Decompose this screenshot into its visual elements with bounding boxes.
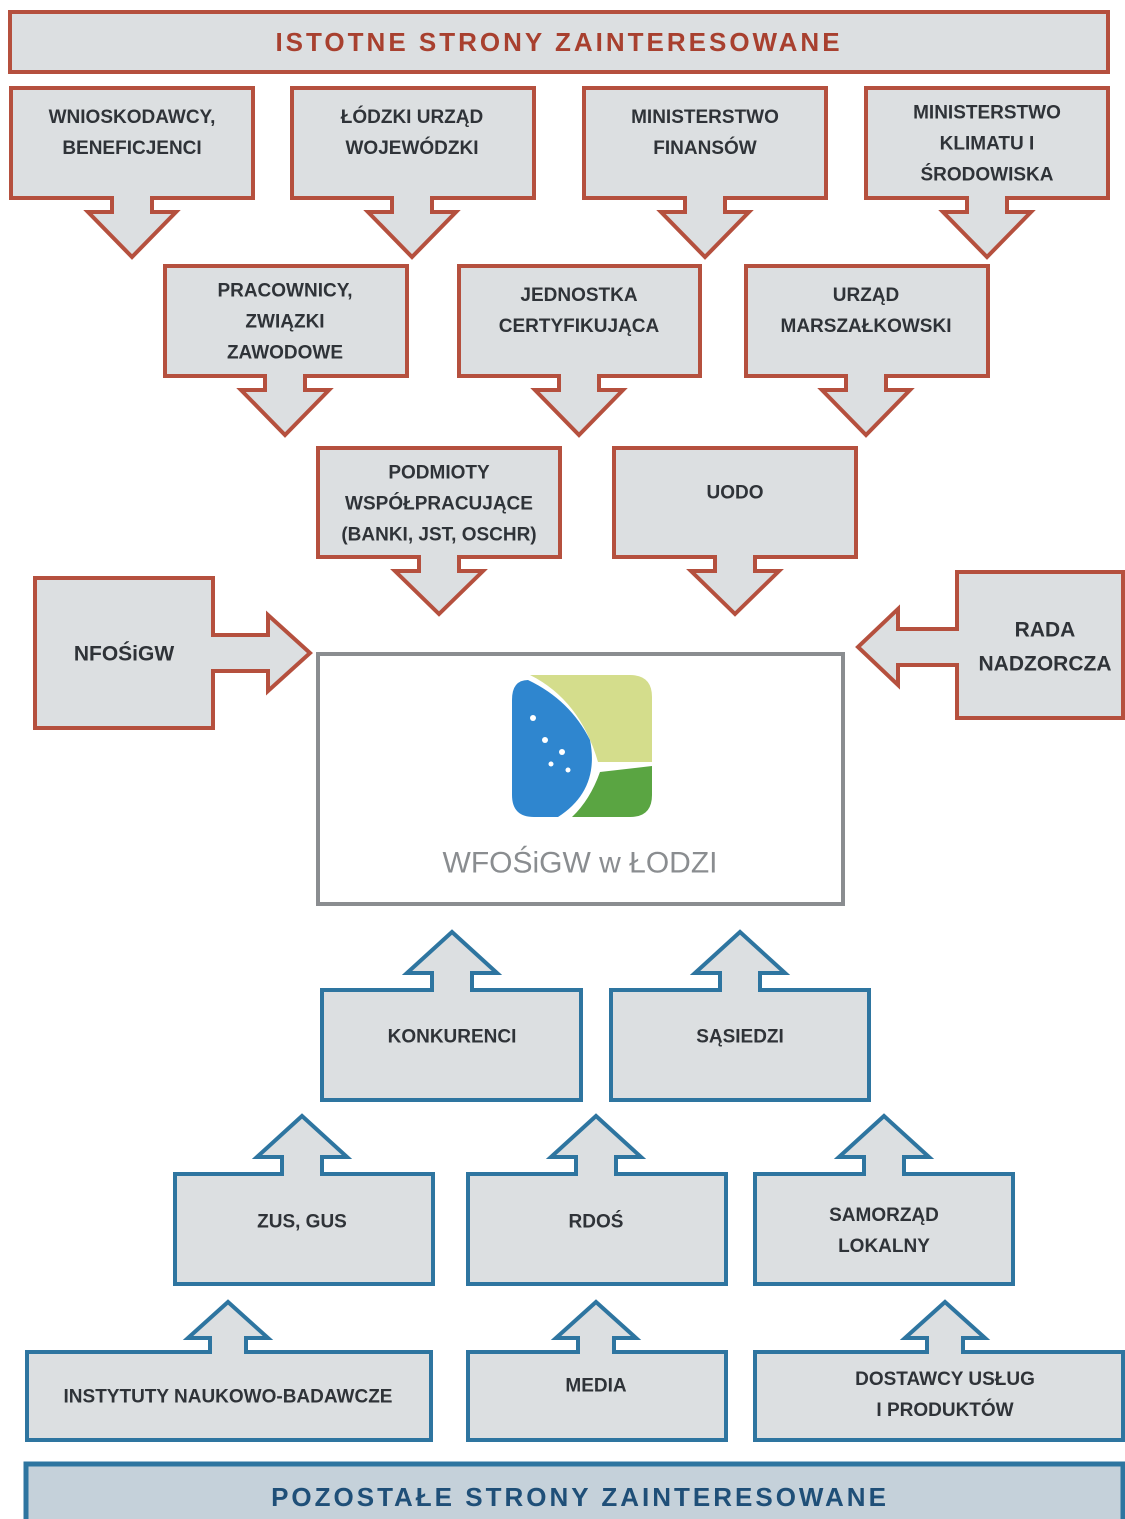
stakeholder-rada-label: RADA NADZORCZA [979, 618, 1112, 675]
stakeholder-jednostka-box [457, 264, 702, 438]
stakeholder-urzad-label-line: URZĄD [833, 285, 900, 306]
logo-dot [530, 715, 536, 721]
stakeholder-instytuty-label-line: INSTYTUTY NAUKOWO-BADAWCZE [64, 1387, 393, 1408]
stakeholder-dostawcy-label-line: DOSTAWCY USŁUG [855, 1369, 1035, 1390]
stakeholder-zus-box [173, 1113, 435, 1286]
stakeholder-dostawcy-label-line: I PRODUKTÓW [876, 1399, 1013, 1421]
stakeholder-samorzad-label-line: LOKALNY [838, 1236, 930, 1257]
stakeholder-wnioskodawcy-box [9, 86, 255, 260]
stakeholder-urzad-label-line: MARSZAŁKOWSKI [781, 316, 952, 337]
stakeholder-pracownicy-box [163, 264, 409, 438]
logo-blue-segment [512, 680, 592, 817]
stakeholder-urzad-box [744, 264, 990, 438]
stakeholder-podmioty-label-line: (BANKI, JST, OSCHR) [341, 525, 536, 546]
stakeholder-pracownicy-label-line: ZWIĄZKI [245, 312, 324, 333]
stakeholder-mf-label-line: MINISTERSTWO [631, 107, 779, 128]
logo-yellow-segment [530, 675, 652, 762]
stakeholder-nfosigw-box [33, 576, 313, 730]
footer-title: POZOSTAŁE STRONY ZAINTERESOWANE [271, 1482, 889, 1512]
stakeholder-sasiedzi-label-line: SĄSIEDZI [696, 1027, 784, 1048]
stakeholder-media-label: MEDIA [565, 1376, 627, 1397]
stakeholder-wnioskodawcy-label-line: WNIOSKODAWCY, [49, 107, 216, 128]
stakeholder-rdos-label-line: RDOŚ [569, 1211, 624, 1233]
stakeholder-nfosigw-label-line: NFOŚiGW [74, 641, 175, 665]
stakeholder-jednostka-label-line: CERTYFIKUJĄCA [499, 316, 660, 337]
stakeholder-konkurenci-label: KONKURENCI [388, 1027, 517, 1048]
stakeholder-rdos-box [466, 1113, 728, 1286]
stakeholder-konkurenci-box [320, 929, 583, 1102]
center-label: WFOŚiGW w ŁODZI [443, 846, 718, 880]
stakeholder-rada-label-line: NADZORCZA [979, 652, 1112, 675]
stakeholder-uodo-label: UODO [707, 483, 764, 504]
stakeholder-instytuty-label: INSTYTUTY NAUKOWO-BADAWCZE [64, 1387, 393, 1408]
header-banner [8, 10, 1110, 74]
stakeholder-samorzad-label-line: SAMORZĄD [829, 1205, 939, 1226]
stakeholder-urzad-label: URZĄD MARSZAŁKOWSKI [781, 285, 952, 337]
stakeholder-mkis-label-line: KLIMATU I [940, 134, 1035, 155]
stakeholder-pracownicy-label-line: ZAWODOWE [227, 343, 343, 364]
header-title-line: ISTOTNE STRONY ZAINTERESOWANE [275, 27, 842, 57]
stakeholder-dostawcy-box [753, 1299, 1125, 1442]
logo-dot [548, 761, 554, 767]
stakeholder-mkis-label-line: ŚRODOWISKA [921, 164, 1054, 186]
stakeholder-podmioty-label-line: WSPÓŁPRACUJĄCE [345, 493, 533, 515]
stakeholder-uodo-box [612, 446, 858, 617]
stakeholder-mkis-label-line: MINISTERSTWO [913, 103, 1061, 124]
header-title: ISTOTNE STRONY ZAINTERESOWANE [275, 27, 842, 57]
logo-green-segment [572, 766, 652, 817]
logo-dot [542, 737, 548, 743]
footer-title-line: POZOSTAŁE STRONY ZAINTERESOWANE [271, 1482, 889, 1512]
stakeholder-rada-label-line: RADA [1015, 618, 1076, 641]
stakeholder-wnioskodawcy-label-line: BENEFICJENCI [62, 138, 201, 159]
stakeholder-mf-label: MINISTERSTWO FINANSÓW [631, 107, 779, 159]
logo-dot [565, 767, 571, 773]
stakeholder-media-label-line: MEDIA [565, 1376, 627, 1397]
stakeholder-zus-label: ZUS, GUS [257, 1212, 347, 1233]
stakeholder-pracownicy-label: PRACOWNICY, ZWIĄZKI ZAWODOWE [217, 281, 352, 364]
stakeholder-samorzad-box [753, 1113, 1015, 1286]
stakeholder-podmioty-label: PODMIOTY WSPÓŁPRACUJĄCE (BANKI, JST, OSCHR… [341, 463, 536, 546]
stakeholder-podmioty-label-line: PODMIOTY [388, 463, 490, 484]
stakeholder-konkurenci-label-line: KONKURENCI [388, 1027, 517, 1048]
stakeholder-samorzad-label: SAMORZĄD LOKALNY [829, 1205, 939, 1257]
stakeholder-luw-box [290, 86, 536, 260]
stakeholder-media-box [466, 1299, 728, 1442]
stakeholder-zus-label-line: ZUS, GUS [257, 1212, 347, 1233]
stakeholder-rdos-label: RDOŚ [569, 1211, 624, 1233]
stakeholder-mkis-box [864, 86, 1110, 260]
wfosigw-logo-icon [512, 675, 652, 817]
stakeholder-jednostka-label: JEDNOSTKA CERTYFIKUJĄCA [499, 285, 660, 337]
stakeholder-podmioty-box [316, 446, 562, 617]
stakeholder-mf-box [582, 86, 828, 260]
stakeholder-rada-box [855, 570, 1125, 720]
stakeholder-sasiedzi-label: SĄSIEDZI [696, 1027, 784, 1048]
stakeholder-instytuty-box [25, 1299, 433, 1442]
stakeholder-luw-label-line: ŁÓDZKI URZĄD [341, 106, 483, 128]
footer-banner [23, 1461, 1125, 1519]
stakeholder-wnioskodawcy-label: WNIOSKODAWCY, BENEFICJENCI [49, 107, 216, 159]
logo-dot [559, 749, 565, 755]
stakeholder-sasiedzi-box [609, 929, 871, 1102]
stakeholder-jednostka-label-line: JEDNOSTKA [520, 285, 637, 306]
stakeholder-pracownicy-label-line: PRACOWNICY, [217, 281, 352, 302]
stakeholder-nfosigw-label: NFOŚiGW [74, 641, 175, 665]
center-label-line: WFOŚiGW w ŁODZI [443, 846, 718, 880]
stakeholder-mf-label-line: FINANSÓW [653, 137, 757, 159]
stakeholder-luw-label: ŁÓDZKI URZĄD WOJEWÓDZKI [341, 106, 483, 159]
stakeholder-mkis-label: MINISTERSTWO KLIMATU I ŚRODOWISKA [913, 103, 1061, 186]
stakeholder-dostawcy-label: DOSTAWCY USŁUG I PRODUKTÓW [855, 1369, 1035, 1421]
stakeholder-luw-label-line: WOJEWÓDZKI [346, 137, 479, 159]
stakeholder-uodo-label-line: UODO [707, 483, 764, 504]
